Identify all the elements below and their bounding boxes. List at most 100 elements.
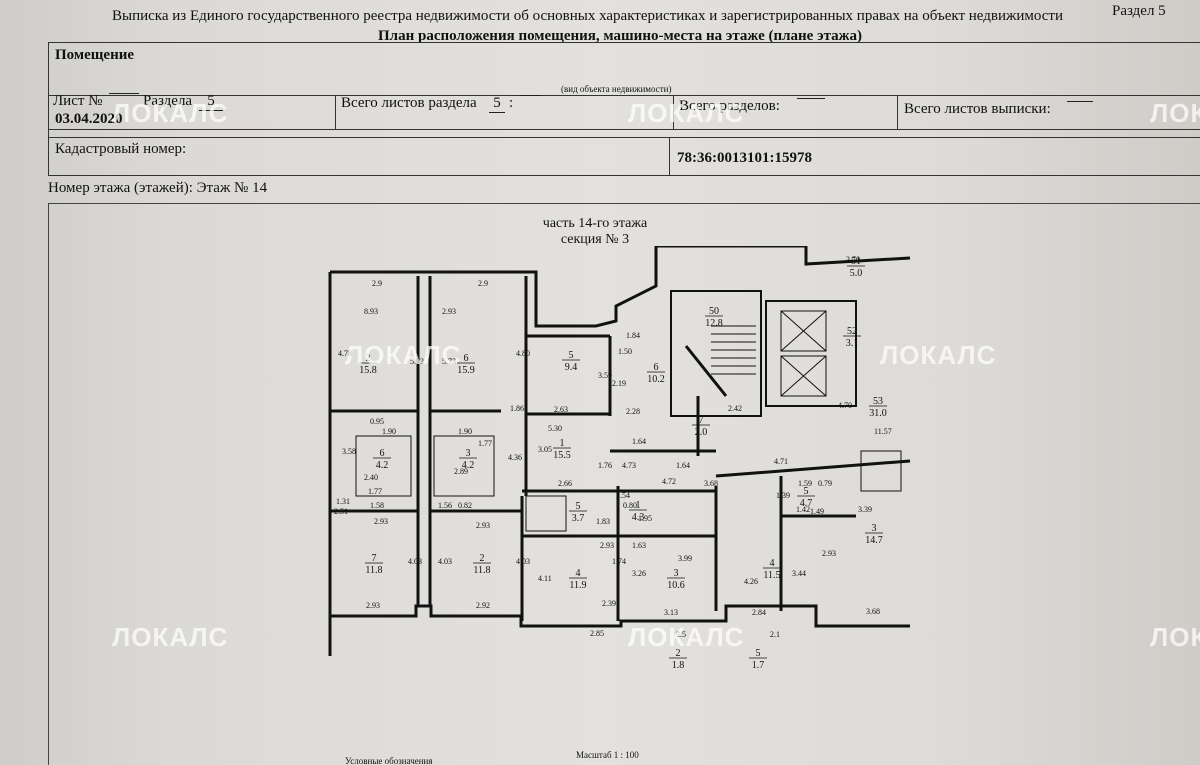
dimension-label: 1.59 (798, 479, 812, 488)
dimension-label: 0.80 (623, 501, 637, 510)
total-sheets-colon: : (509, 95, 514, 111)
watermark: ЛОКАЛС (112, 622, 229, 652)
dimension-label: 1.76 (598, 461, 612, 470)
dimension-label: 1.74 (612, 557, 626, 566)
room-number: 5 (576, 501, 581, 512)
watermark: ЛОКАЛС (1150, 622, 1200, 652)
dimension-label: 1.58 (370, 501, 384, 510)
room-area: 9.4 (565, 362, 578, 373)
dimension-label: 1.49 (810, 507, 824, 516)
plan-wall (330, 246, 911, 328)
dimension-label: 3.05 (538, 445, 552, 454)
room-area: 2.0 (695, 427, 708, 438)
room-number: 6 (654, 362, 659, 373)
legend-label: Условные обозначения (345, 756, 433, 765)
room-number: 52 (847, 326, 857, 337)
section-label-inline: Раздела (143, 93, 193, 109)
dimension-label: 1.95 (638, 514, 652, 523)
room-area: 11.9 (569, 580, 586, 591)
room-area: 14.7 (865, 535, 883, 546)
dimension-label: 2.51 (334, 507, 348, 516)
dimension-label: 4.03 (438, 557, 452, 566)
dimension-label: 4.03 (408, 557, 422, 566)
room-area: 11.8 (365, 565, 382, 576)
dimension-label: 3.70 (846, 255, 860, 264)
dimension-label: 4.78 (338, 349, 352, 358)
dimension-label: 0.95 (370, 417, 384, 426)
cadastral-number: 78:36:0013101:15978 (677, 150, 812, 166)
dimension-label: 5.30 (548, 424, 562, 433)
dimension-label: 2.89 (454, 467, 468, 476)
sheet-label: Лист № (53, 93, 103, 109)
room-number: 5 (756, 648, 761, 659)
dimension-label: 2.9 (372, 279, 382, 288)
table-row (49, 95, 1200, 96)
plan-title-line-1: часть 14-го этажа (542, 216, 648, 231)
room-area: 11.8 (473, 565, 490, 576)
dimension-label: 2.19 (612, 379, 626, 388)
dimension-label: 3.39 (858, 505, 872, 514)
room-number: 2 (676, 648, 681, 659)
scale-label: Масштаб 1 : 100 (576, 750, 639, 760)
section-value: 5 (199, 93, 223, 111)
watermark: ЛОКАЛС (628, 98, 745, 128)
total-sheets-value: 5 (489, 95, 505, 113)
dimension-label: 1.31 (336, 497, 350, 506)
room-area: 1.8 (672, 660, 685, 671)
dimension-label: 2.66 (558, 479, 572, 488)
dimension-label: 2.54 (616, 491, 630, 500)
dimension-label: 2.93 (476, 521, 490, 530)
floor-number-label: Номер этажа (этажей): Этаж № 14 (48, 180, 268, 196)
dimension-label: 2.40 (364, 473, 378, 482)
room-area: 5.0 (850, 268, 863, 279)
room-number: 53 (873, 396, 883, 407)
plan-title: часть 14-го этажа секция № 3 (470, 216, 720, 248)
document-title: Выписка из Единого государственного реес… (112, 8, 1064, 24)
dimension-label: 2.63 (554, 405, 568, 414)
room-number: 1 (560, 438, 565, 449)
room-number: 1 (636, 500, 641, 511)
room-number: 3 (872, 523, 877, 534)
dimension-label: 3.44 (792, 569, 806, 578)
room-number: 2 (480, 553, 485, 564)
dimension-label: 2.1 (770, 630, 780, 639)
room-area: 1.7 (752, 660, 765, 671)
room-number: 50 (709, 306, 719, 317)
room-area: 4.7 (800, 498, 813, 509)
dimension-label: 4.72 (662, 477, 676, 486)
dimension-label: 1.39 (776, 491, 790, 500)
room-area: 3.7 (572, 513, 585, 524)
dimension-label: 1.84 (626, 331, 640, 340)
dimension-label: 2.42 (728, 404, 742, 413)
plan-title-line-2: секция № 3 (560, 232, 630, 247)
room-area: 3.1 (846, 338, 859, 349)
room-number: 3 (674, 568, 679, 579)
dimension-label: 4.26 (744, 577, 758, 586)
object-type-caption: (вид объекта недвижимости) (561, 84, 672, 94)
cadastral-label: Кадастровый номер: (55, 141, 187, 157)
dimension-label: 1.83 (596, 517, 610, 526)
room-area: 15.8 (359, 365, 377, 376)
watermark: ЛОКАЛС (345, 340, 462, 370)
dimension-label: 1.64 (676, 461, 690, 470)
room-number: 3 (466, 448, 471, 459)
dimension-label: 3.99 (678, 554, 692, 563)
room-area: 11.5 (763, 570, 780, 581)
dimension-label: 2.93 (374, 517, 388, 526)
dimension-label: 2.28 (626, 407, 640, 416)
dimension-label: 4.11 (538, 574, 552, 583)
dimension-label: 2.5 (676, 630, 686, 639)
object-type: Помещение (55, 47, 135, 63)
dimension-label: 5.73 (410, 357, 424, 366)
watermark: ЛОКАЛС (1150, 98, 1200, 128)
room-number: 6 (380, 448, 385, 459)
room-number: 7 (699, 415, 704, 426)
dimension-label: 2.39 (602, 599, 616, 608)
dimension-label: 3.68 (866, 607, 880, 616)
dimension-label: 1.42 (796, 505, 810, 514)
total-extract-sheets-label: Всего листов выписки: (904, 101, 1051, 117)
dimension-label: 2.93 (822, 549, 836, 558)
dimension-label: 0.82 (458, 501, 472, 510)
dimension-label: 1.56 (438, 501, 452, 510)
